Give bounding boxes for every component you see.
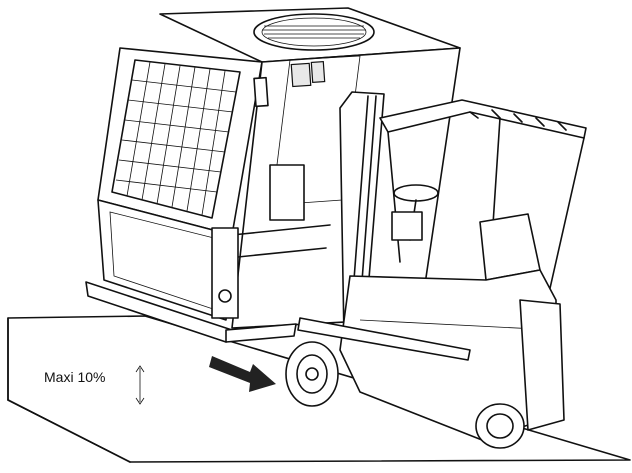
- direction-arrow-icon: [209, 356, 276, 392]
- forklift: [285, 91, 587, 449]
- slope-label: Maxi 10%: [44, 369, 105, 385]
- heat-pump-unit: [85, 7, 461, 343]
